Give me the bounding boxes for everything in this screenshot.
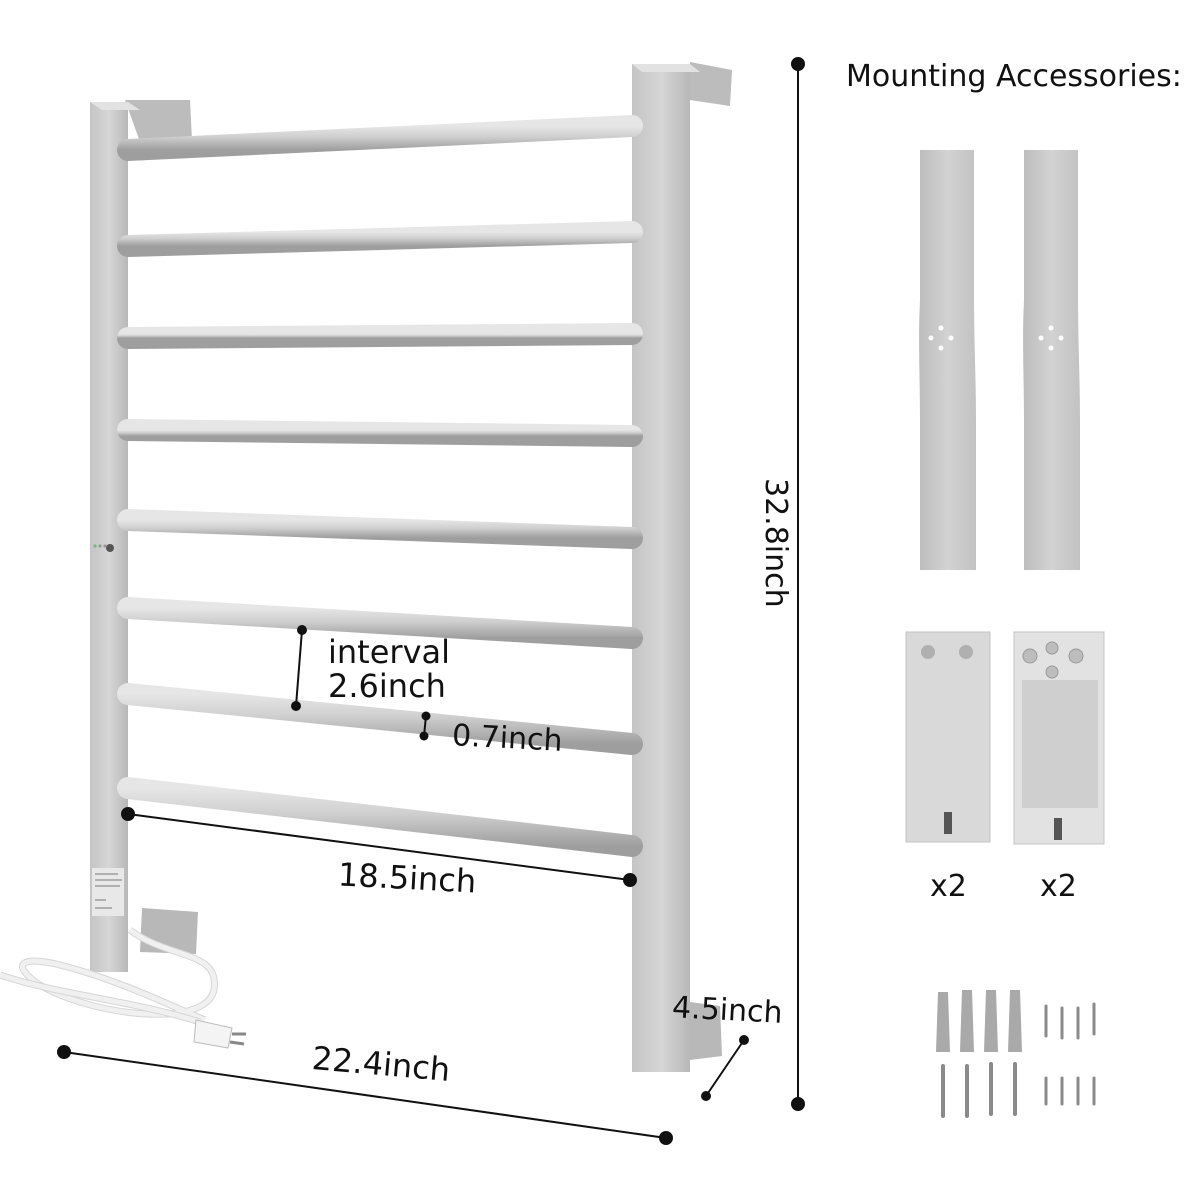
top-right-bracket [690,62,732,106]
short-screws-bottom [1044,1076,1096,1106]
accessories-title: Mounting Accessories: [846,59,1182,94]
mounting-strap [1023,150,1080,570]
bracket-slot [1054,818,1062,840]
bracket-base-pegs [1022,641,1084,679]
hardware-set [936,990,1096,1118]
depth-label: 4.5inch [671,990,784,1031]
long-screws [941,1062,1017,1118]
width-dimension-line [63,1051,667,1139]
towel-bar [117,323,643,349]
towel-bar [117,509,643,549]
mounting-straps [919,150,1080,570]
depth-dimension-line [705,1039,745,1097]
dimension-lines [57,57,805,1145]
towel-bars [117,115,643,857]
interval-dimension-line [295,629,303,707]
label-lines [95,873,122,909]
power-cord [0,927,218,1026]
right-post [632,64,690,1072]
rail-length-dimension-line [127,813,631,881]
short-screws-top [1044,1002,1096,1040]
rail-length-label: 18.5inch [337,855,478,901]
interval-label: interval 2.6inch [328,633,450,705]
bracket-base-inner [1022,680,1098,808]
plug-prong [229,1040,245,1046]
bracket-slot [944,812,952,834]
bracket-parts [905,631,1105,845]
towel-warmer [0,62,732,1072]
towel-bar [117,221,643,257]
strap-holes [928,325,954,351]
interval-text: interval [328,633,450,671]
mounting-strap [919,150,976,570]
towel-bar [117,683,643,755]
left-post [90,102,128,972]
bottom-right-bracket [690,1002,722,1060]
towel-bar [117,777,643,857]
towel-bar [117,597,643,649]
bar-diameter-label: 0.7inch [451,718,564,759]
strap-holes [1038,325,1064,351]
left-post-top [90,102,140,110]
product-label [92,868,124,916]
right-post-top [632,64,700,72]
bracket-hole [921,645,935,659]
interval-value: 2.6inch [328,666,446,705]
towel-bar [117,115,643,161]
plug-icon [193,1019,233,1049]
top-left-bracket [125,100,192,142]
power-button-icon [106,544,114,552]
height-label: 32.8inch [758,478,793,608]
wall-anchors [936,990,1022,1052]
bracket-hole [959,645,973,659]
bracket-cover [905,631,991,843]
bracket-cover-quantity: x2 [930,869,967,904]
bracket-base-quantity: x2 [1040,869,1077,904]
indicator-lights [93,544,107,548]
towel-bar [117,419,643,447]
